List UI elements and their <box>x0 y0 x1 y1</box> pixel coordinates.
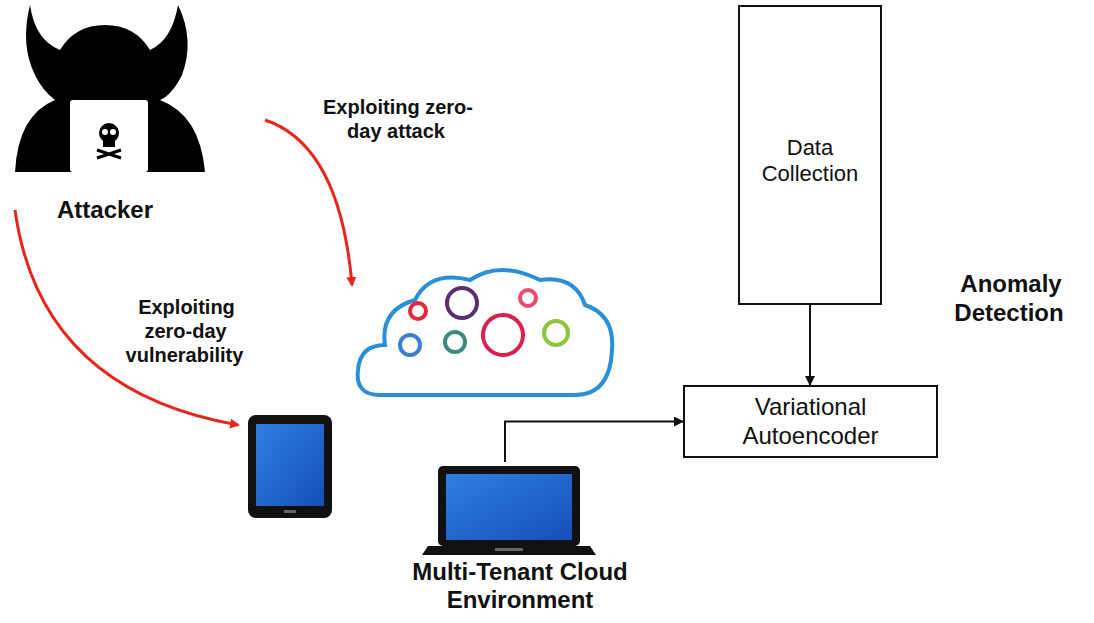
actor-label: Attacker <box>30 196 180 225</box>
attacker-figure <box>15 5 205 172</box>
node-text: Data Collection <box>746 135 874 188</box>
label-text: Anomaly Detection <box>954 270 1065 326</box>
process-box: Variational Autoencoder <box>683 385 938 458</box>
label-text: Exploiting zero-day attack <box>321 96 473 142</box>
connector-arrow <box>809 305 811 385</box>
node-text: Variational Autoencoder <box>731 393 891 451</box>
node-text: Multi-Tenant Cloud Environment <box>390 558 650 613</box>
process-box: Data Collection <box>738 5 882 305</box>
attack-arrow <box>265 120 352 285</box>
attack-label: Exploiting zero-day attack <box>312 95 482 143</box>
label-text: Exploiting zero-day vulnerability <box>126 296 246 366</box>
laptop-icon <box>390 462 650 558</box>
cloud-icon <box>358 270 613 395</box>
attack-label: Exploiting zero-day vulnerability <box>118 295 253 367</box>
tablet-icon <box>248 415 332 518</box>
connector-arrow <box>505 422 683 463</box>
laptop-node: Multi-Tenant Cloud Environment <box>390 462 650 620</box>
section-heading: Anomaly Detection <box>935 270 1085 328</box>
label-text: Attacker <box>55 196 155 223</box>
